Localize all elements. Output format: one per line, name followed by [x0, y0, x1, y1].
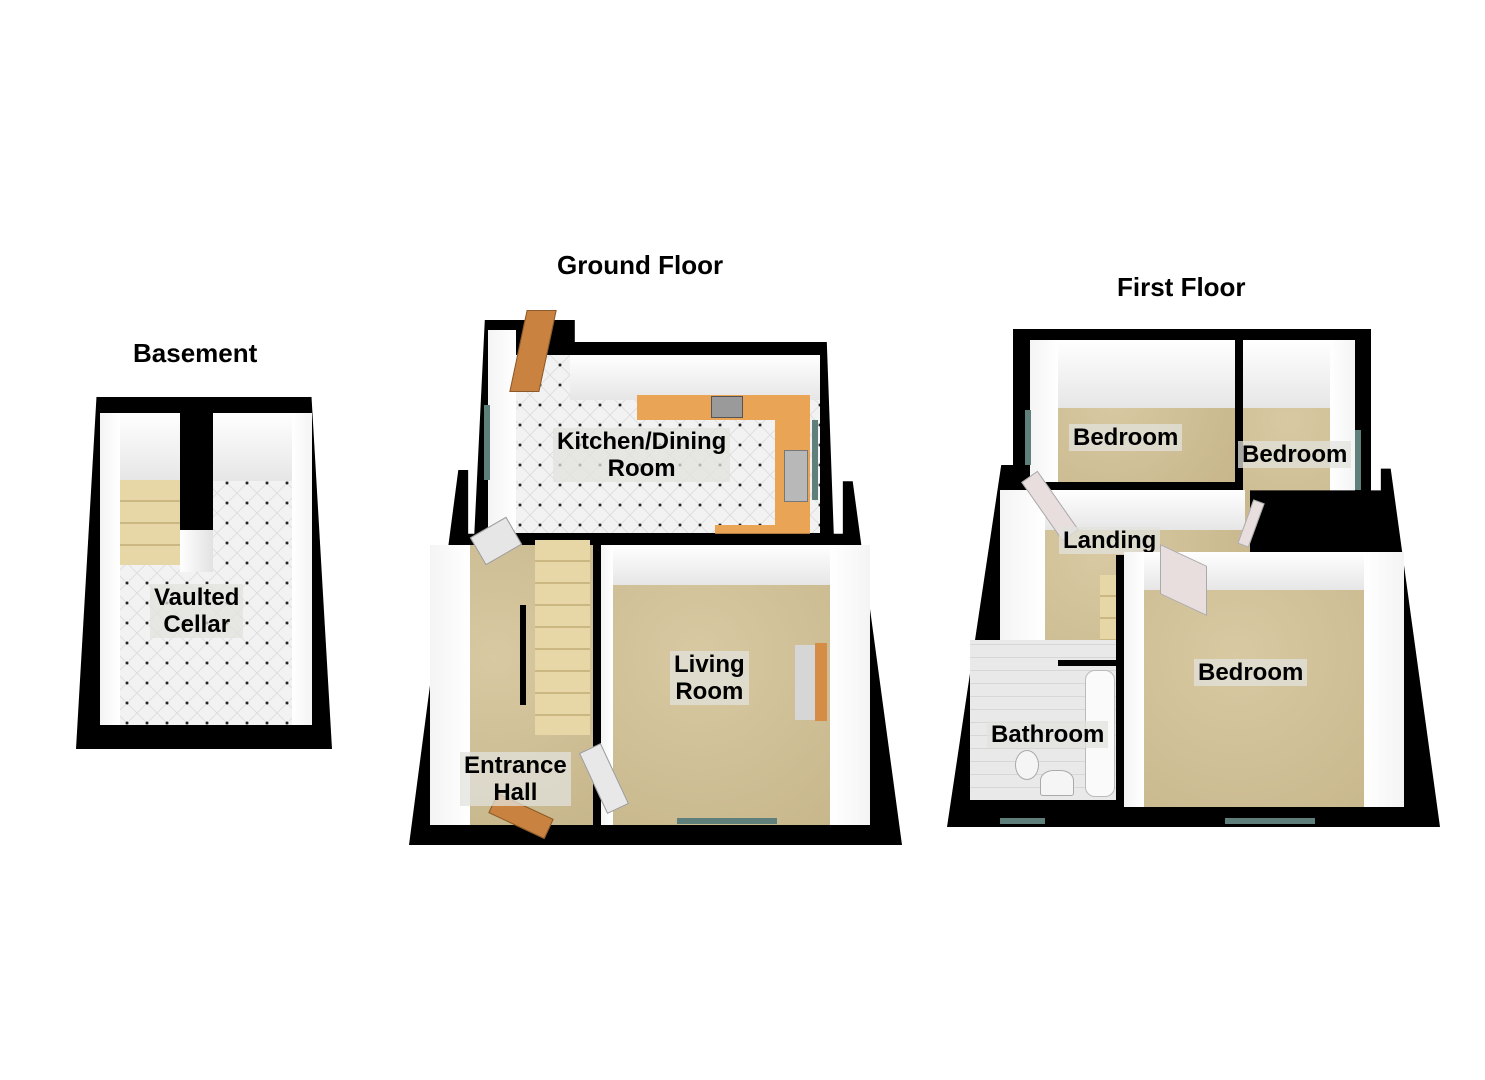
cellar-stairs — [120, 480, 180, 565]
stair-wall — [520, 605, 526, 705]
landing-left-wall — [1000, 490, 1045, 650]
toilet-icon — [1015, 750, 1039, 780]
bedroom-1-left-wall — [1030, 340, 1058, 482]
bathroom-window — [1000, 818, 1045, 824]
room-label-living-room: Living Room — [670, 651, 749, 705]
kitchen-worktop-bottom — [715, 525, 810, 535]
room-label-kitchen-dining: Kitchen/Dining Room — [553, 428, 731, 482]
cellar-left-wall — [100, 413, 120, 725]
cellar-right-wall — [292, 413, 312, 725]
room-label-bedroom-3: Bedroom — [1194, 659, 1308, 686]
basin-icon — [1040, 770, 1074, 796]
fireplace-mantel — [815, 643, 827, 721]
room-label-landing: Landing — [1059, 527, 1161, 554]
room-label-bedroom-2: Bedroom — [1238, 441, 1352, 468]
bathroom-wall — [1058, 660, 1118, 666]
kitchen-left-window — [484, 405, 490, 480]
landing-back-wall — [1045, 490, 1245, 530]
kitchen-left-wall — [488, 330, 516, 530]
living-room-right-wall — [830, 545, 870, 825]
room-label-bedroom-1: Bedroom — [1069, 424, 1183, 451]
living-room-back-wall — [601, 545, 846, 585]
living-room-floor — [601, 545, 846, 825]
room-label-entrance-hall: Entrance Hall — [460, 752, 571, 806]
bedroom-3-left-wall — [1124, 552, 1144, 807]
first-floor-title: First Floor — [1117, 272, 1246, 302]
room-label-vaulted-cellar: Vaulted Cellar — [150, 584, 244, 638]
bedroom-3-right-wall — [1364, 552, 1404, 807]
kitchen-back-wall — [570, 355, 820, 400]
bedroom-3-window — [1225, 818, 1315, 824]
bedroom-1-window — [1025, 410, 1031, 465]
cellar-pier-face — [180, 530, 213, 572]
bedroom-2-window — [1355, 430, 1361, 490]
bedroom-1-back-wall — [1030, 340, 1235, 408]
kitchen-right-window — [812, 420, 818, 500]
ground-stairs — [535, 540, 590, 735]
sink-icon — [784, 450, 808, 502]
living-room-dividing-wall — [593, 540, 601, 765]
hob-icon — [711, 396, 743, 418]
living-room-front-window — [677, 818, 777, 824]
bedroom-divider-wall — [1235, 335, 1243, 490]
basement-title: Basement — [133, 338, 258, 368]
room-label-bathroom: Bathroom — [987, 721, 1109, 748]
ground-floor-title: Ground Floor — [557, 250, 724, 280]
bathroom-right-wall — [1116, 555, 1124, 825]
cellar-central-pier — [180, 413, 213, 531]
